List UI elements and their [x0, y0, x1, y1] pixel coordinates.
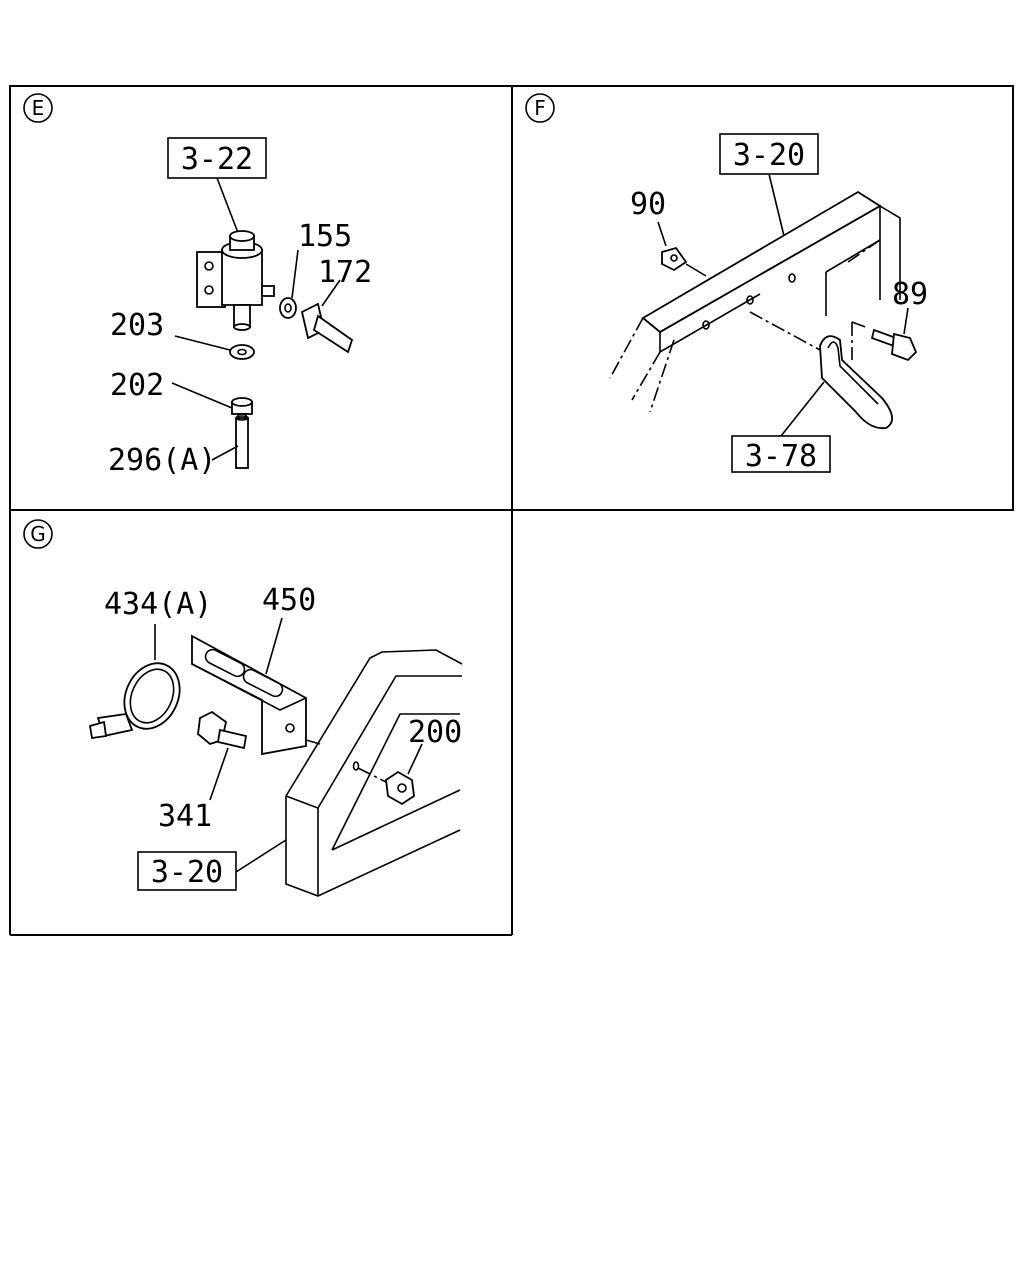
nut-202: 202: [110, 368, 253, 421]
bolt-341: 341: [158, 710, 248, 834]
svg-text:155: 155: [298, 219, 352, 254]
panel-g: G 434(A) 450 341: [23, 519, 463, 897]
svg-text:3-20: 3-20: [733, 138, 805, 173]
svg-text:F: F: [534, 96, 546, 120]
ref-box-3-20-top: 3-20: [719, 133, 819, 237]
svg-text:450: 450: [262, 583, 316, 618]
svg-text:3-78: 3-78: [745, 439, 817, 474]
panel-frames: [9, 85, 1014, 936]
svg-text:200: 200: [408, 715, 462, 750]
section-marker-g: G: [23, 519, 53, 549]
nut-200: 200: [385, 715, 462, 806]
clip-3-78: 3-78: [731, 311, 893, 474]
svg-text:90: 90: [630, 187, 666, 222]
svg-text:296(A): 296(A): [108, 443, 216, 478]
hose-fitting-172: 172: [300, 255, 372, 354]
svg-text:G: G: [30, 522, 46, 546]
svg-text:203: 203: [110, 308, 164, 343]
svg-text:434(A): 434(A): [104, 587, 212, 622]
svg-text:202: 202: [110, 368, 164, 403]
panel-e: E 3-22 155: [23, 93, 372, 478]
svg-text:89: 89: [892, 277, 928, 312]
panel-f: F 3-20: [525, 93, 928, 474]
filter-assembly: [196, 230, 275, 331]
washer-203: 203: [110, 308, 255, 360]
ref-box-3-22: 3-22: [167, 137, 267, 239]
pipe-296a: 296(A): [108, 415, 249, 478]
nut-90: 90: [630, 187, 707, 277]
frame-member-3-20: 3-20: [137, 649, 463, 897]
frame-member: [609, 190, 901, 413]
svg-text:3-22: 3-22: [181, 142, 253, 177]
bracket-450: 450: [191, 583, 316, 756]
washer-155: 155: [279, 219, 352, 319]
clamp-434a: 434(A): [88, 587, 212, 740]
svg-text:3-20: 3-20: [151, 855, 223, 890]
svg-text:341: 341: [158, 799, 212, 834]
section-marker-e: E: [23, 93, 53, 123]
svg-text:172: 172: [318, 255, 372, 290]
bolt-89: 89: [870, 277, 928, 362]
section-marker-f: F: [525, 93, 555, 123]
svg-text:E: E: [32, 96, 45, 120]
